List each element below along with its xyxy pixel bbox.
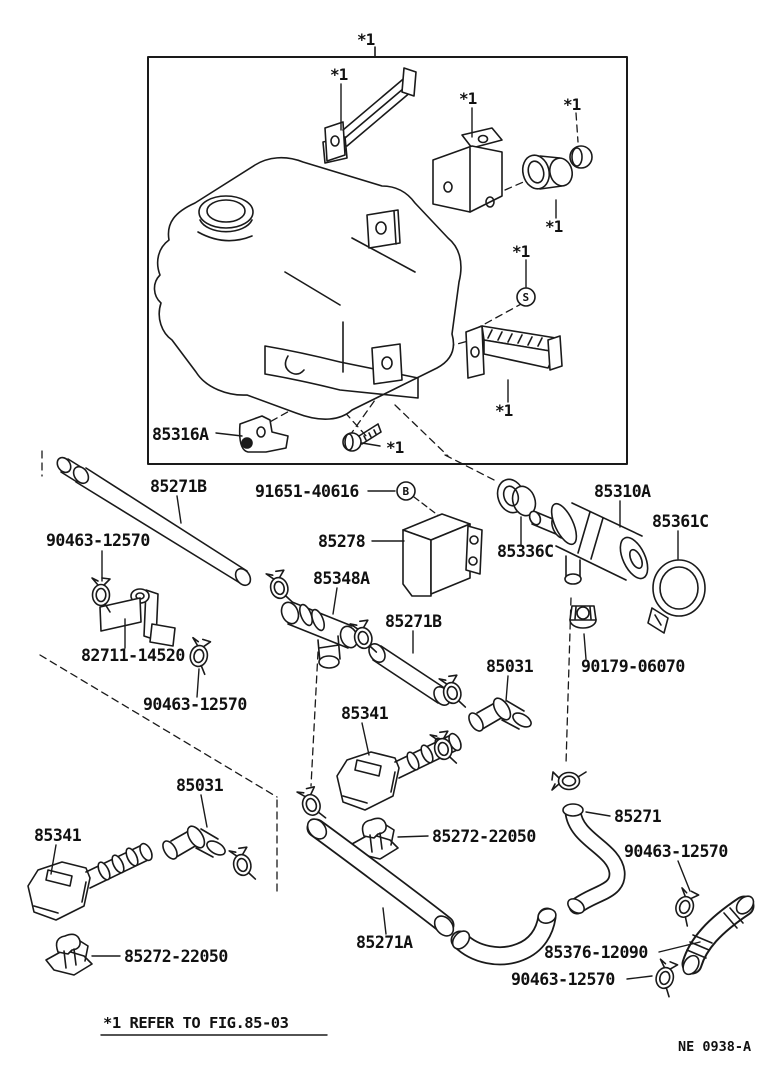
part-label-85348a: 85348A <box>313 569 370 588</box>
hose-elbow-piece <box>450 907 557 966</box>
part-label-85316a: 85316A <box>152 425 209 444</box>
bracket-85316a <box>238 415 289 453</box>
ref-label-bolt: *1 <box>386 438 404 457</box>
nozzle-85341-2 <box>27 840 156 921</box>
tube-85271b-2 <box>368 642 451 707</box>
part-label-90463-3: 90463-12570 <box>624 842 728 861</box>
hose-85376 <box>681 895 755 976</box>
part-label-85271a: 85271A <box>356 933 413 952</box>
ref-label-top: *1 <box>357 30 375 49</box>
clamp-ring-85361c <box>647 559 706 634</box>
clamp-82711 <box>99 588 176 647</box>
part-label-82711-14520: 82711-14520 <box>81 646 185 665</box>
pump-85310a <box>528 502 649 585</box>
valve-85278 <box>402 513 483 597</box>
part-label-91651-40616: 91651-40616 <box>255 482 359 501</box>
elbow-85031-2 <box>159 822 229 863</box>
strap-bracket <box>324 67 417 162</box>
part-label-85272-mid: 85272-22050 <box>432 827 536 846</box>
part-label-90463-4: 90463-12570 <box>511 970 615 989</box>
nut-90179 <box>569 605 597 629</box>
grommet-85336c <box>496 478 537 517</box>
ref-label-zbracket: *1 <box>459 89 477 108</box>
ref-label-screw: *1 <box>512 242 530 261</box>
part-label-85031-1: 85031 <box>486 657 534 676</box>
part-label-90179-06070: 90179-06070 <box>581 657 685 676</box>
hose-85271a <box>306 818 455 937</box>
reservoir-assembly-box <box>147 56 628 465</box>
part-label-85310a: 85310A <box>594 482 651 501</box>
leader-lines <box>50 83 701 1036</box>
part-label-85031-2: 85031 <box>176 776 224 795</box>
doc-code: NE 0938-A <box>678 1039 751 1055</box>
part-label-90463-2: 90463-12570 <box>143 695 247 714</box>
footnote: *1 REFER TO FIG.85-03 <box>103 1014 289 1032</box>
small-cap <box>569 145 593 169</box>
screw-marker <box>516 287 536 307</box>
part-label-90463-1: 90463-12570 <box>46 531 150 550</box>
elbow-85031-1 <box>465 694 535 735</box>
clip-85272-bottom-left <box>45 933 93 976</box>
tank-grommet <box>521 154 573 190</box>
tank-mount-tab <box>366 209 401 249</box>
part-label-85271b-1: 85271B <box>150 477 207 496</box>
hose-85271 <box>562 803 626 915</box>
tube-85271b-1 <box>56 456 252 587</box>
part-label-85271: 85271 <box>614 807 662 826</box>
tank-lower-bracket <box>264 343 419 399</box>
ref-label-cap: *1 <box>563 95 581 114</box>
part-label-85336c: 85336C <box>497 542 554 561</box>
ref-label-channel: *1 <box>495 401 513 420</box>
part-label-85361c: 85361C <box>652 512 709 531</box>
part-label-85341-1: 85341 <box>341 704 389 723</box>
channel-bracket <box>465 325 563 379</box>
bolt <box>342 423 382 452</box>
ref-label-grommet: *1 <box>545 217 563 236</box>
screw-symbol-s: S <box>523 291 530 304</box>
part-label-85278: 85278 <box>318 532 365 551</box>
bolt-symbol-b: B <box>403 485 410 498</box>
part-label-85341-2: 85341 <box>34 826 82 845</box>
labels: *1 *1 *1 *1 *1 *1 *1 *1 S B 85316A 85271… <box>34 30 751 1055</box>
part-label-85376-12090: 85376-12090 <box>544 943 648 962</box>
tee-joint-85348a <box>280 601 359 669</box>
ref-label-strap: *1 <box>330 65 348 84</box>
part-label-85272-bl: 85272-22050 <box>124 947 228 966</box>
part-label-85271b-2: 85271B <box>385 612 442 631</box>
z-bracket <box>432 127 503 213</box>
